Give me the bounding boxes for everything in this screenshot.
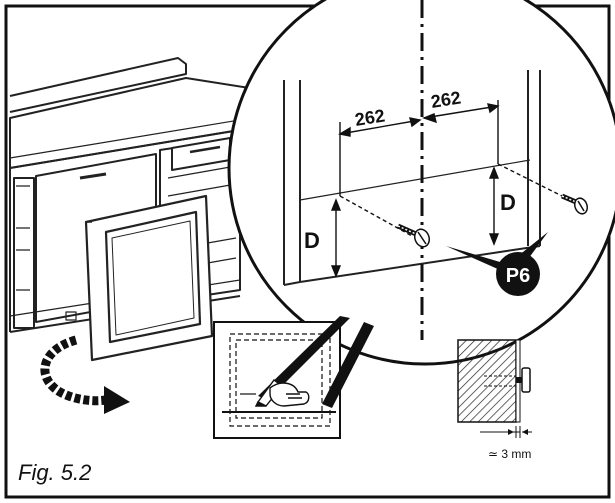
dimension-lines [330,100,571,278]
dimension-right-label: 262 [429,87,462,111]
height-left-label: D [304,228,320,253]
magnified-detail [227,0,615,366]
figure-caption: Fig. 5.2 [18,460,91,485]
wall-section-drawing [457,339,532,438]
door-panel-drawing [84,194,214,362]
rotate-arrow-icon [40,335,130,414]
gap-label: ≃ 3 mm [488,447,531,461]
height-right-label: D [500,190,516,215]
pencil-detail-box [213,316,374,439]
part-code-callout: P6 [446,232,548,296]
screw-icon [396,223,431,248]
part-code-badge: P6 [506,265,530,287]
outer-border [4,4,611,499]
screw-icon-2 [561,193,589,215]
pencil-mark-icon [254,379,310,407]
dimension-left-label: 262 [353,105,386,129]
